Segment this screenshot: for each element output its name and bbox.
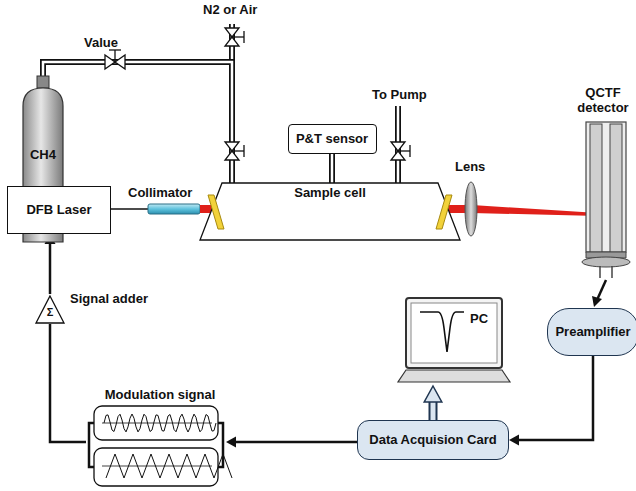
arrow-head xyxy=(592,296,602,307)
part-label: QCTF detector xyxy=(574,86,632,116)
node-text: CH4 xyxy=(20,148,66,163)
valve xyxy=(225,142,244,160)
valve xyxy=(391,142,410,160)
qctf-detector xyxy=(582,122,630,278)
gas-pipe xyxy=(332,154,333,183)
signal-adder: ΣSignal adder xyxy=(36,294,156,324)
pc-laptop-shape xyxy=(398,298,510,386)
signal-connector xyxy=(226,437,357,448)
daq-card: Data Acquision Card xyxy=(357,420,509,460)
node-text: Σ xyxy=(36,306,64,319)
node-text: PC xyxy=(464,312,494,327)
gas-pipe xyxy=(43,62,232,183)
part-label: N2 or Air xyxy=(203,3,257,18)
signal-connector xyxy=(45,234,56,294)
part-label: To Pump xyxy=(372,88,427,103)
sample-cell: Sample cell xyxy=(200,183,460,240)
modulation-signal-shape xyxy=(86,388,226,488)
fiber xyxy=(111,208,148,210)
part-label: Value xyxy=(84,36,118,51)
signal-connector xyxy=(50,324,86,442)
node-text: Sample cell xyxy=(240,186,420,201)
part-label: Collimator xyxy=(128,186,192,201)
sensor-box: P&T sensor xyxy=(288,124,377,154)
lens xyxy=(465,182,477,236)
node-text: Signal adder xyxy=(70,292,160,307)
focused-beam xyxy=(472,205,598,216)
valve xyxy=(225,28,244,46)
modulation-signal: Modulation signal xyxy=(86,388,226,488)
preamplifier-box: Preamplifier xyxy=(547,308,636,356)
node-text: Modulation signal xyxy=(96,388,224,403)
laser-box: DFB Laser xyxy=(7,186,111,234)
signal-wire xyxy=(597,280,606,300)
valve xyxy=(105,50,125,69)
collimator xyxy=(148,204,200,214)
node-text: Preamplifier xyxy=(555,325,630,340)
signal-connector xyxy=(424,386,442,420)
node-text: Data Acquision Card xyxy=(369,433,496,448)
node-text: P&T sensor xyxy=(296,132,368,147)
signal-connector xyxy=(509,356,593,446)
pc-laptop: PC xyxy=(398,298,510,386)
part-label: Lens xyxy=(455,160,485,175)
node-text: DFB Laser xyxy=(26,203,91,218)
